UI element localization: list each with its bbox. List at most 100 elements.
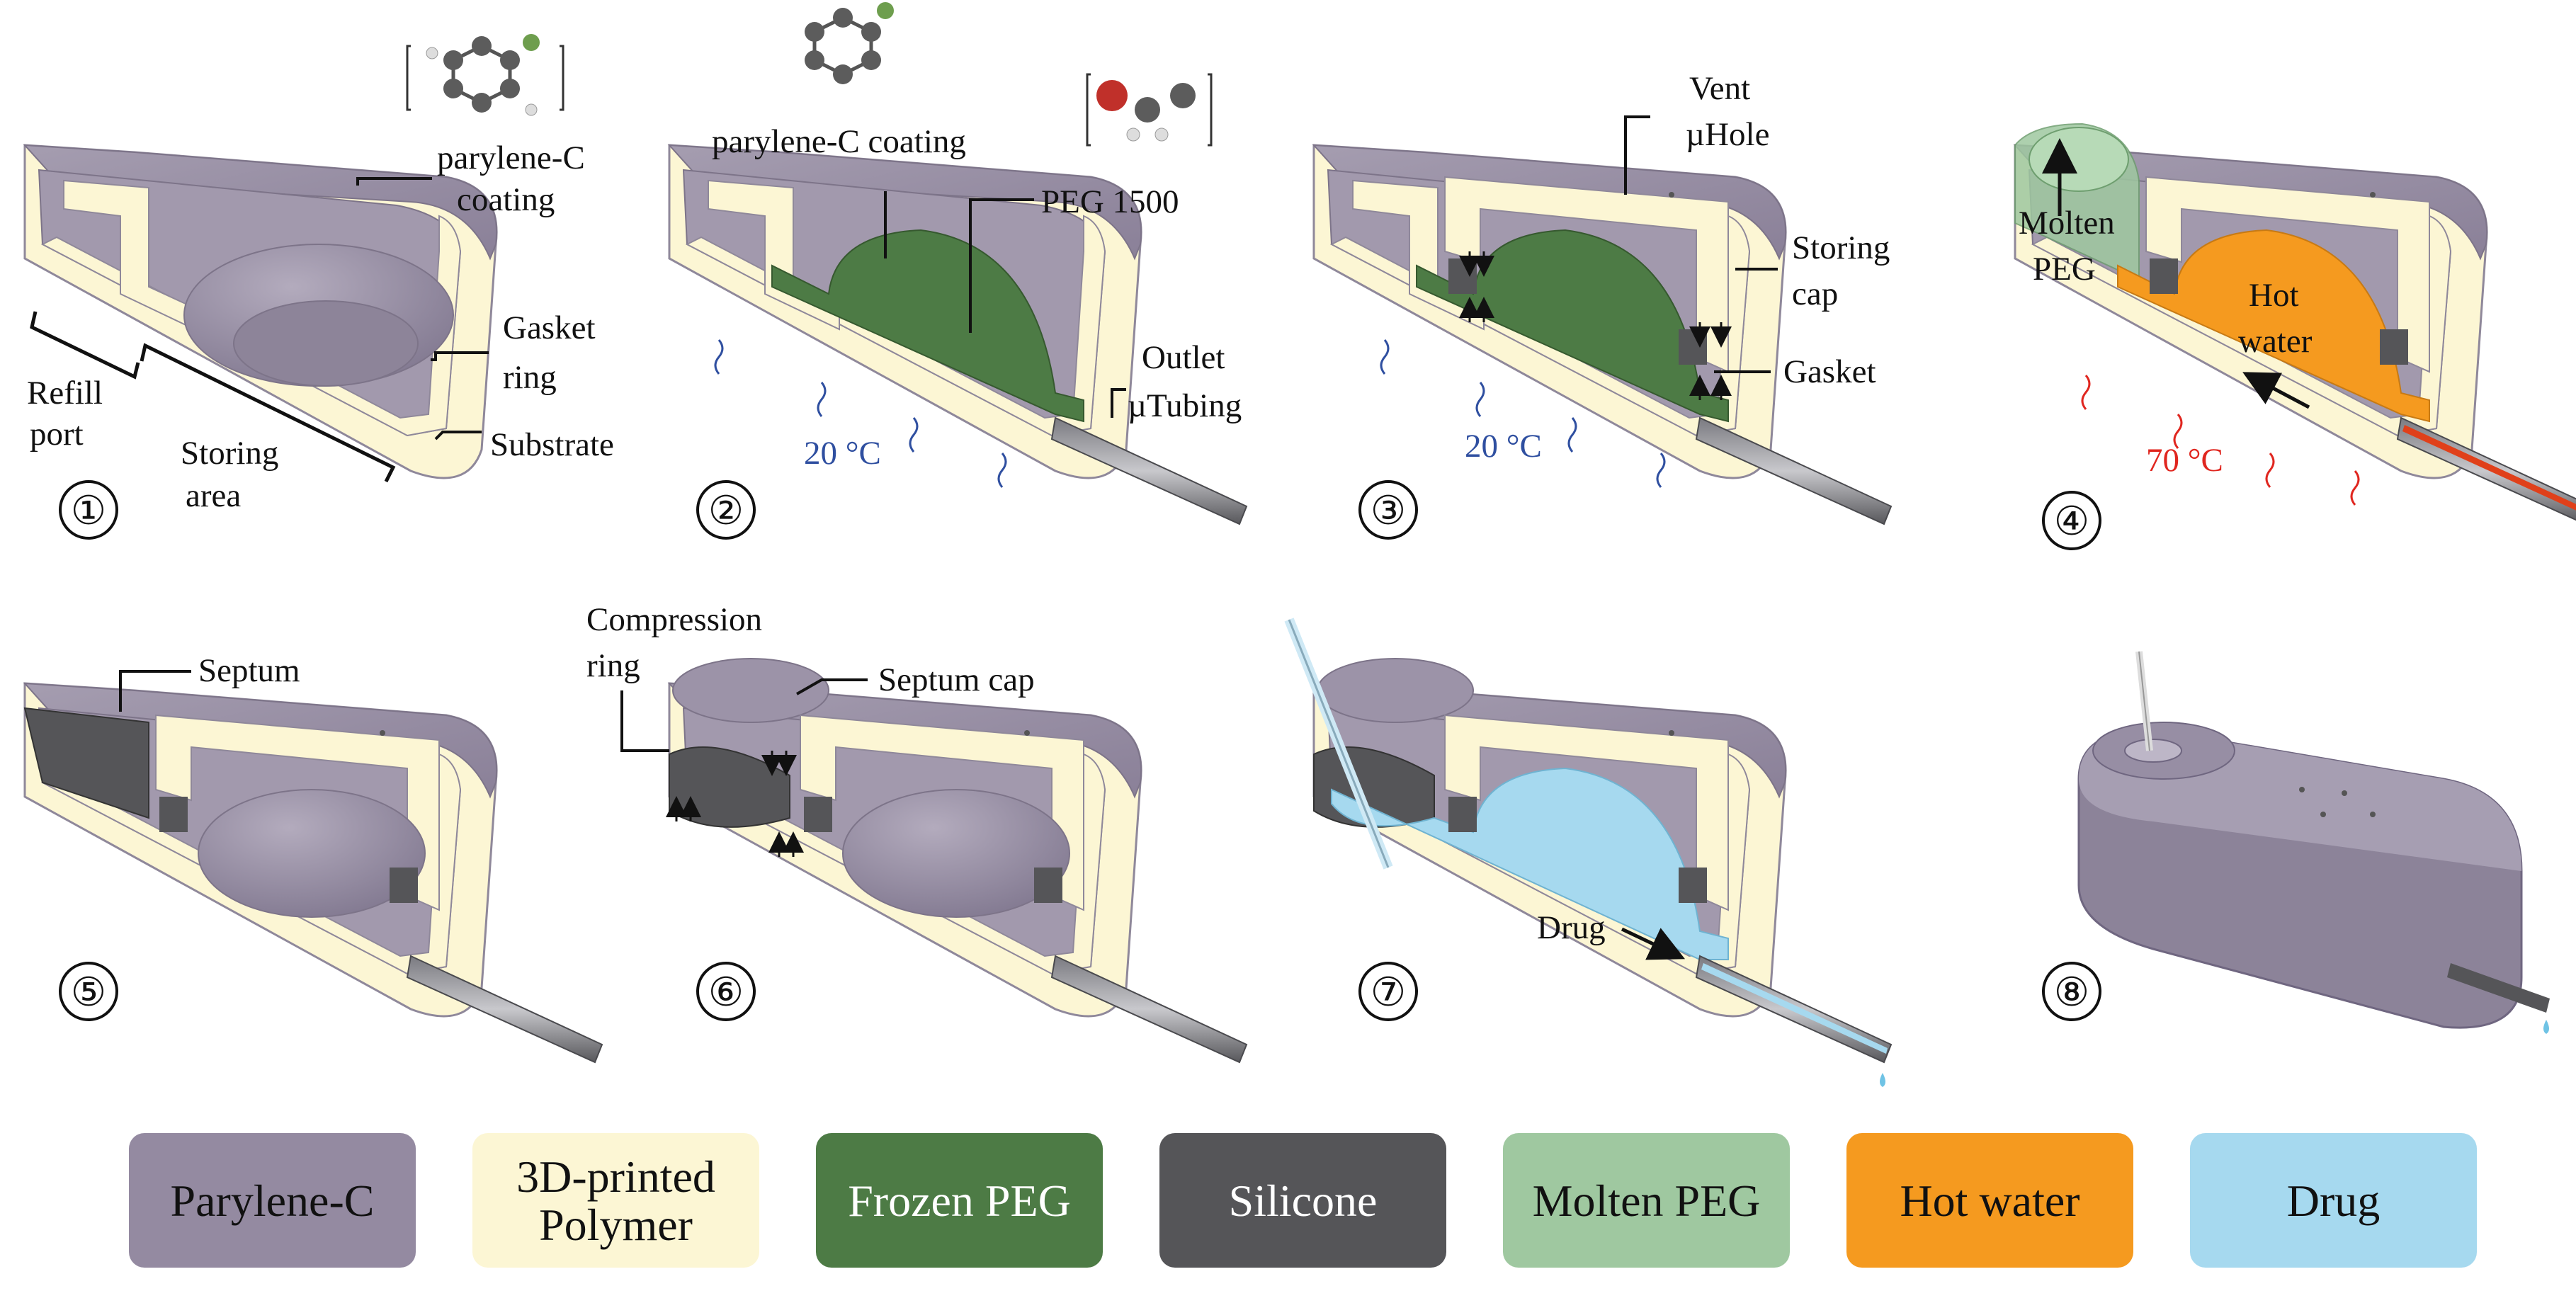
outlet-tube <box>2447 963 2550 1013</box>
septum <box>23 707 149 819</box>
compression-arrows <box>1459 251 1732 400</box>
outlet-tubing <box>1050 416 1248 525</box>
p1-storing-line2: area <box>186 477 241 514</box>
legend-swatch <box>2190 1133 2477 1268</box>
legend-label: Polymer <box>539 1200 693 1250</box>
legend-item: Drug <box>2190 1133 2477 1268</box>
step-8-badge <box>2042 962 2101 1021</box>
gasket-left <box>1448 258 1477 294</box>
step-6-badge <box>696 962 756 1021</box>
legend-item: Parylene-C <box>129 1133 416 1268</box>
p4-molten-line2: PEG <box>2033 251 2096 288</box>
p2-outlet-line2: µTubing <box>1128 387 1242 424</box>
legend-swatch <box>1846 1133 2133 1268</box>
p5-septum: Septum <box>198 652 300 689</box>
drug-flow-arrow <box>1621 927 1686 960</box>
p6-compression-line2: ring <box>586 647 640 684</box>
p3-vent-line2: µHole <box>1686 116 1769 153</box>
p2-temp: 20 °C <box>804 435 881 472</box>
storing-bracket <box>140 343 396 483</box>
p3-cap-line2: cap <box>1792 275 1838 312</box>
step-5-label: ⑤ <box>71 971 106 1015</box>
panel-3 <box>1312 144 1893 525</box>
gasket-right <box>1679 329 1707 365</box>
step-5-badge <box>59 962 118 1021</box>
p2-outlet-line1: Outlet <box>1142 339 1225 376</box>
p4-molten-line1: Molten <box>2019 205 2115 241</box>
p3-vent-line1: Vent <box>1689 70 1750 107</box>
peg-molecule-icon <box>1086 73 1213 147</box>
cooling-arrows <box>1380 339 1666 488</box>
p1-parylene-line1: parylene-C <box>437 140 585 176</box>
p2-parylene: parylene-C coating <box>712 123 966 160</box>
panel-5 <box>23 682 603 1064</box>
legend-swatch <box>816 1133 1103 1268</box>
storing-cap <box>1444 176 1729 373</box>
p2-peg: PEG 1500 <box>1041 183 1179 220</box>
parylene-molecule-icon <box>406 34 564 116</box>
p7-drug: Drug <box>1537 909 1606 946</box>
p1-gasket-line1: Gasket <box>503 309 596 346</box>
parylene-leader <box>356 177 432 186</box>
step-7-badge <box>1358 962 1418 1021</box>
p1-refill-line1: Refill <box>27 375 103 411</box>
step-1-label: ① <box>71 489 106 533</box>
step-3-label: ③ <box>1371 489 1406 533</box>
p4-hot-line2: water <box>2238 323 2313 360</box>
legend-label: Frozen PEG <box>848 1176 1071 1226</box>
step-2-badge <box>696 480 756 540</box>
legend-swatch <box>1503 1133 1790 1268</box>
legend-label: Hot water <box>1900 1176 2079 1226</box>
legend-item: Molten PEG <box>1503 1133 1790 1268</box>
water-flow-arrow <box>2242 372 2310 409</box>
parylene-molecule-icon <box>805 2 894 84</box>
p6-septum-cap: Septum cap <box>878 661 1035 698</box>
legend-item: Silicone <box>1159 1133 1446 1268</box>
step-2-label: ② <box>708 489 744 533</box>
cooling-arrows <box>714 339 1007 488</box>
p1-gasket-line2: ring <box>503 359 557 396</box>
septum-cap <box>672 658 829 723</box>
legend-label: 3D-printed <box>516 1151 715 1202</box>
legend-swatch <box>472 1133 759 1268</box>
panel-8 <box>2077 651 2550 1034</box>
p1-substrate: Substrate <box>490 426 614 463</box>
p1-refill-line2: port <box>30 416 84 453</box>
step-8-label: ⑧ <box>2054 971 2089 1015</box>
step-1-badge <box>59 480 118 540</box>
step-3-badge <box>1358 480 1418 540</box>
legend-swatch <box>129 1133 416 1268</box>
p4-temp: 70 °C <box>2146 442 2223 479</box>
legend-label: Drug <box>2287 1176 2381 1226</box>
p3-temp: 20 °C <box>1465 428 1542 465</box>
legend-label: Molten PEG <box>1533 1176 1761 1226</box>
p3-gasket: Gasket <box>1783 353 1876 390</box>
legend-swatch <box>1159 1133 1446 1268</box>
panel-7 <box>1284 618 1893 1087</box>
refill-bracket <box>30 311 140 380</box>
step-4-badge <box>2042 491 2101 550</box>
legend-label: Parylene-C <box>171 1176 375 1226</box>
panel-6 <box>668 658 1248 1064</box>
step-6-label: ⑥ <box>708 971 744 1015</box>
p4-hot-line1: Hot <box>2249 277 2299 314</box>
step-7-label: ⑦ <box>1371 971 1406 1015</box>
frozen-peg-fill <box>771 229 1084 423</box>
panel-1 <box>23 34 564 479</box>
p1-storing-line1: Storing <box>181 435 278 472</box>
heating-arrows <box>2081 375 2360 506</box>
drug-fill <box>1331 767 1729 960</box>
p6-compression-line1: Compression <box>586 601 762 638</box>
panel-2 <box>668 2 1248 525</box>
p3-cap-line1: Storing <box>1792 229 1890 266</box>
step-4-label: ④ <box>2054 500 2089 544</box>
p1-parylene-line2: coating <box>457 181 555 218</box>
legend-label: Silicone <box>1229 1176 1378 1226</box>
legend-item: Hot water <box>1846 1133 2133 1268</box>
legend-item: Frozen PEG <box>816 1133 1103 1268</box>
panel-4 <box>2014 123 2576 521</box>
compression-arrows <box>666 751 804 857</box>
